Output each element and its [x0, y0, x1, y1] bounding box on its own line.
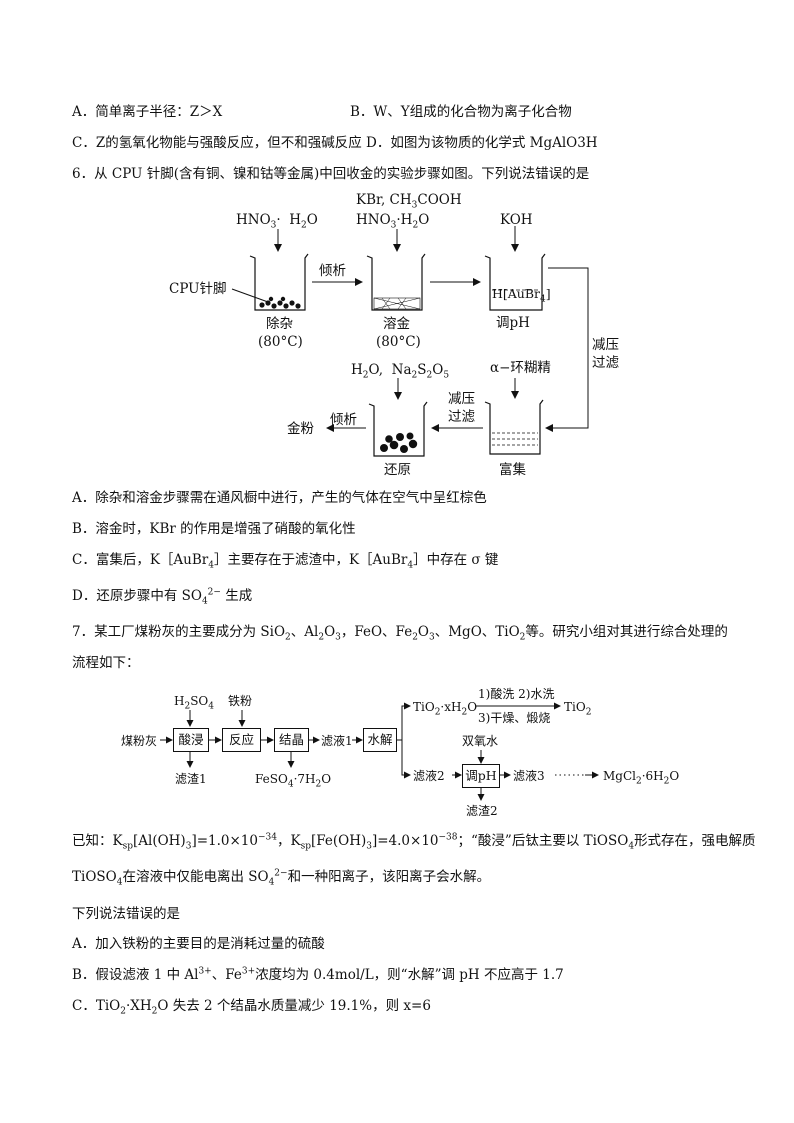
- flow-residue1-label: 滤渣1: [175, 772, 207, 786]
- beaker-1: [249, 253, 309, 311]
- q6-option-d: D．还原步骤中有 SO42− 生成: [72, 587, 253, 607]
- flow-step-hydrolysis: 水解: [363, 728, 397, 752]
- q6-option-a: A．除杂和溶金步骤需在通风橱中进行，产生的气体在空气中呈红棕色: [72, 490, 487, 506]
- flow-tio2-label: TiO2: [564, 700, 592, 718]
- q7-ask: 下列说法错误的是: [72, 906, 180, 922]
- q6-option-c: C．富集后，K［AuBr4］主要存在于滤渣中，K［AuBr4］中存在 σ 键: [72, 552, 499, 571]
- flow-residue2-label: 滤渣2: [466, 804, 498, 818]
- q7-option-b: B．假设滤液 1 中 Al3+、Fe3+浓度均为 0.4mol/L，则“水解”调…: [72, 966, 564, 983]
- decant-label: 倾析: [319, 263, 346, 279]
- beaker-3-content: H[AuBr4]: [492, 286, 551, 305]
- flow-mgcl2-label: MgCl2·6H2O: [603, 769, 680, 787]
- reagent-5-label: α−环糊精: [490, 360, 551, 376]
- flow-filtrate3-label: 滤液3: [513, 769, 545, 783]
- beaker-3: [484, 253, 546, 311]
- cpu-pins-label: CPU针脚: [169, 281, 227, 297]
- beaker-4-label: 富集: [499, 462, 526, 478]
- reagent-3-label: KOH: [500, 212, 533, 228]
- beaker-4: [484, 399, 544, 455]
- flow-step-reaction: 反应: [222, 728, 261, 752]
- flow-filtrate2-label: 滤液2: [413, 769, 445, 783]
- flow-ops-bottom-label: 3)干燥、煅烧: [478, 711, 551, 725]
- q7-stem-line2: 流程如下：: [72, 655, 140, 671]
- q6-option-b: B．溶金时，KBr 的作用是增强了硝酸的氧化性: [72, 521, 356, 537]
- beaker-2-label: 溶金: [383, 316, 410, 332]
- beaker-3-label: 调pH: [496, 315, 530, 331]
- q7-stem-line1: 7．某工厂煤粉灰的主要成分为 SiO2、Al2O3，FeO、Fe2O3、MgO、…: [72, 624, 728, 643]
- q7-known-line2: TiOSO4在溶液中仅能电离出 SO42−和一种阳离子，该阳离子会水解。: [72, 868, 491, 888]
- reagent-2-bottom-label: HNO3·H2O: [356, 212, 430, 231]
- reagent-2-top-label: KBr, CH3COOH: [356, 192, 462, 211]
- reagent-1-label: HNO3· H2O: [236, 212, 318, 231]
- q7-option-c: C．TiO2·XH2O 失去 2 个结晶水质量减少 19.1%，则 x=6: [72, 998, 431, 1017]
- flow-h2o2-label: 双氧水: [462, 734, 499, 748]
- flow-iron-label: 铁粉: [228, 694, 253, 708]
- flow-step-adjust-ph: 调pH: [462, 764, 500, 788]
- flow-start-label: 煤粉灰: [121, 734, 158, 748]
- flow-ops-top-label: 1)酸洗 2)水洗: [478, 687, 555, 701]
- q6-stem: 6．从 CPU 针脚(含有铜、镍和钴等金属)中回收金的实验步骤如图。下列说法错误…: [72, 166, 590, 182]
- q5-option-c: C．Z的氢氧化物能与强酸反应，但不和强碱反应: [72, 135, 362, 151]
- q5-option-a: A．简单离子半径：Z＞X: [72, 104, 223, 120]
- q5-option-d: D．如图为该物质的化学式 MgAlO3H: [366, 135, 598, 151]
- flow-h2so4-label: H2SO4: [174, 694, 214, 712]
- flow-step-crystallize: 结晶: [274, 728, 309, 752]
- beaker-1-label: 除杂: [266, 316, 293, 332]
- filter-2-label: 减压过滤: [448, 391, 475, 425]
- flow-filtrate1-label: 滤液1: [321, 734, 353, 748]
- flow-step-acid-leach: 酸浸: [173, 728, 209, 752]
- flow-crystal-label: FeSO4·7H2O: [255, 772, 332, 790]
- reagent-4-label: H2O, Na2S2O5: [351, 362, 450, 381]
- beaker-2-temp: (80°C): [376, 334, 421, 350]
- flow-tio2x-label: TiO2·xH2O: [413, 700, 478, 718]
- beaker-5: [368, 401, 428, 457]
- q7-known-line1: 已知：Ksp[Al(OH)3]=1.0×10−34，Ksp[Fe(OH)3]=4…: [72, 832, 756, 852]
- beaker-2: [366, 253, 426, 311]
- side-filter-label: 减压过滤: [592, 337, 619, 371]
- beaker-5-label: 还原: [384, 462, 411, 478]
- beaker-1-temp: (80°C): [258, 334, 303, 350]
- q7-option-a: A．加入铁粉的主要目的是消耗过量的硫酸: [72, 936, 325, 952]
- q5-option-b: B．W、Y组成的化合物为离子化合物: [350, 104, 572, 120]
- decant-2-label: 倾析: [330, 412, 357, 428]
- gold-powder-label: 金粉: [287, 421, 314, 437]
